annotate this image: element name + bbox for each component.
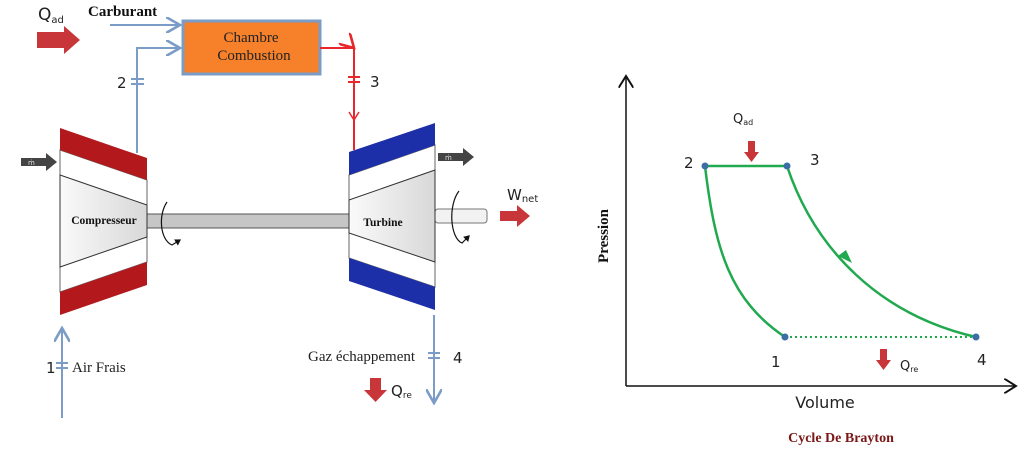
compressor bbox=[59, 128, 148, 315]
output-shaft bbox=[434, 208, 488, 224]
svg-text:Qre: Qre bbox=[900, 359, 918, 374]
y-axis-label: Pression bbox=[596, 208, 612, 263]
pv-axes bbox=[626, 76, 1016, 386]
station-3-marker bbox=[348, 76, 360, 83]
process-3-4 bbox=[785, 165, 977, 339]
compressor-label: Compresseur bbox=[71, 215, 137, 227]
turbine bbox=[348, 123, 436, 310]
process-1-2 bbox=[703, 165, 786, 339]
station-1-marker bbox=[56, 362, 68, 369]
pv-heat-in-label: Qad bbox=[733, 112, 753, 127]
net-work-label: Wnet bbox=[507, 186, 538, 205]
rotation-arrow-icon bbox=[451, 190, 470, 244]
svg-text:Wnet: Wnet bbox=[507, 186, 538, 205]
rotation-arrow-icon bbox=[160, 201, 182, 246]
heat-in-label: Qad bbox=[38, 5, 64, 26]
point-3-label: 3 bbox=[810, 151, 820, 169]
heat-out-label: Qre bbox=[391, 382, 412, 401]
station-1-label: 1 bbox=[46, 359, 56, 377]
net-work-arrow-icon bbox=[500, 205, 530, 227]
pv-heat-out-label: Qre bbox=[900, 359, 918, 374]
brayton-cycle-path bbox=[703, 164, 977, 339]
figure-caption: Cycle De Brayton bbox=[788, 431, 894, 446]
svg-text:Qre: Qre bbox=[391, 382, 412, 401]
pv-heat-out-arrow-icon bbox=[876, 349, 891, 370]
hot-gas-line bbox=[320, 48, 354, 150]
point-1-label: 1 bbox=[771, 353, 781, 371]
svg-text:Qad: Qad bbox=[38, 5, 64, 26]
heat-out-arrow-icon bbox=[364, 378, 387, 402]
chamber-label-line1: Chambre bbox=[224, 30, 279, 46]
mass-flow-out-arrow-icon: ṁ bbox=[438, 148, 474, 166]
pv-heat-in-arrow-icon bbox=[744, 141, 759, 162]
svg-text:Qad: Qad bbox=[733, 112, 753, 127]
shaft bbox=[146, 213, 351, 229]
svg-text:ṁ: ṁ bbox=[445, 154, 452, 162]
point-3 bbox=[783, 162, 791, 170]
mass-flow-in-arrow-icon: ṁ bbox=[21, 153, 57, 171]
compressed-air-line bbox=[136, 48, 180, 153]
heat-in-arrow-icon bbox=[37, 26, 80, 54]
station-4-marker bbox=[428, 352, 440, 359]
fuel-label: Carburant bbox=[88, 4, 157, 20]
point-2-label: 2 bbox=[684, 154, 694, 172]
hot-gas-arrow-icon bbox=[348, 111, 360, 122]
station-4-label: 4 bbox=[453, 349, 463, 367]
svg-text:ṁ: ṁ bbox=[28, 159, 35, 167]
point-2 bbox=[701, 162, 709, 170]
x-axis-label: Volume bbox=[795, 393, 855, 412]
state-points bbox=[701, 162, 980, 341]
point-4 bbox=[972, 333, 980, 341]
station-3-label: 3 bbox=[370, 73, 380, 91]
point-4-label: 4 bbox=[977, 351, 987, 369]
exhaust-label: Gaz échappement bbox=[308, 349, 416, 365]
expansion-direction-arrow-icon bbox=[838, 250, 852, 263]
station-2-marker bbox=[131, 78, 144, 85]
air-label: Air Frais bbox=[72, 360, 126, 376]
station-2-label: 2 bbox=[117, 74, 127, 92]
turbine-label: Turbine bbox=[363, 217, 402, 229]
point-1 bbox=[781, 333, 789, 341]
chamber-label-line2: Combustion bbox=[217, 48, 291, 64]
